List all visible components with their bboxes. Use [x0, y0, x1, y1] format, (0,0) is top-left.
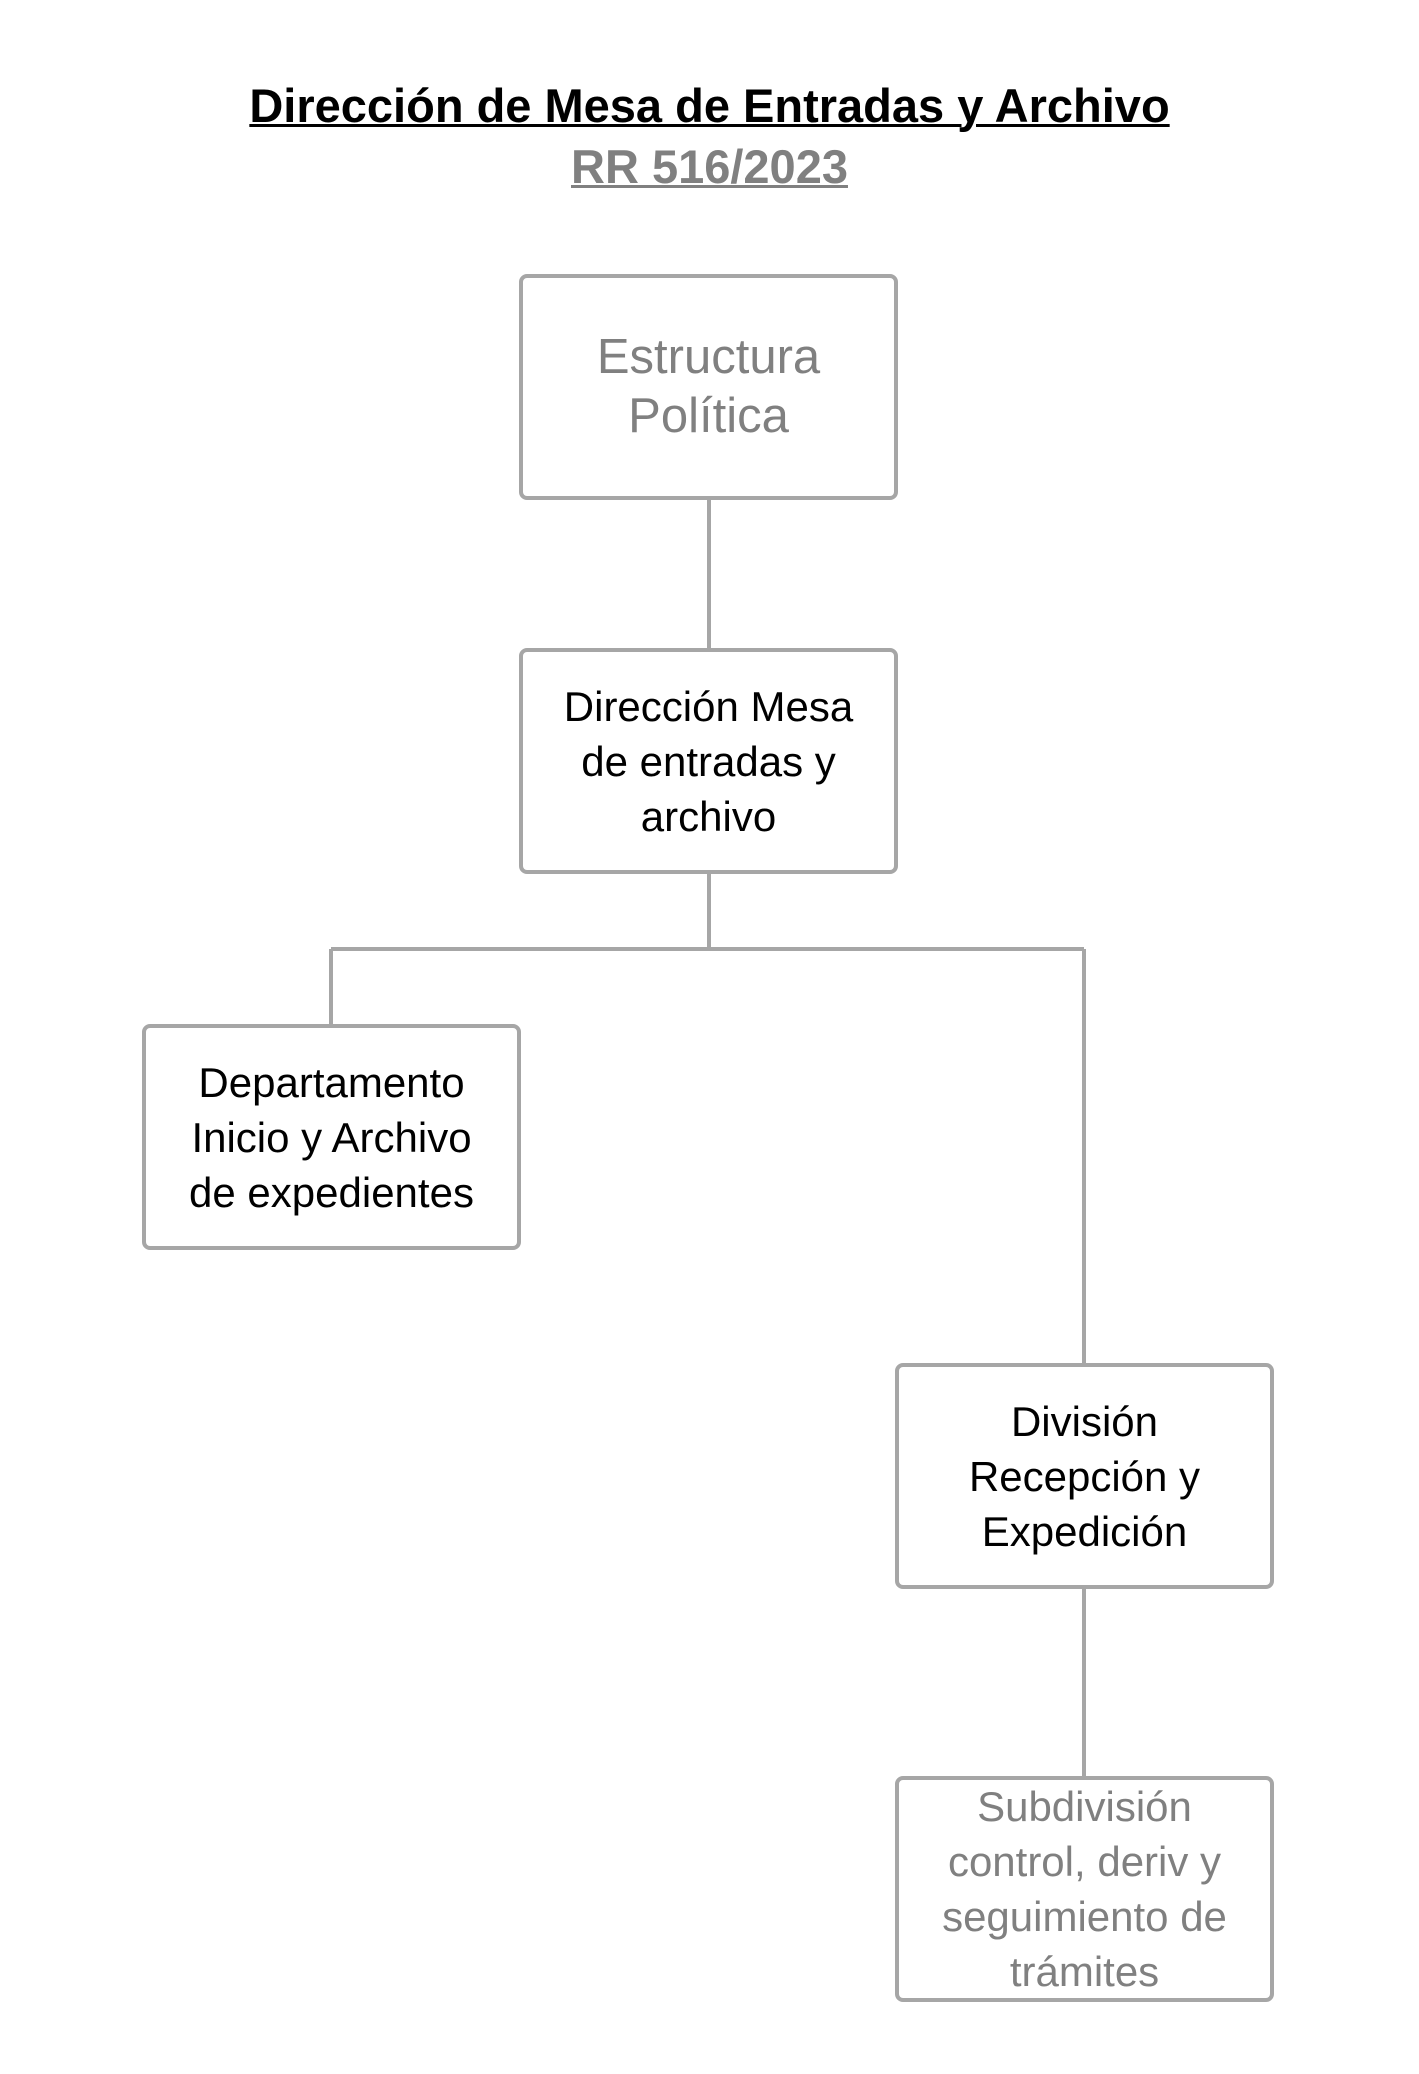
node-label: División Recepción y Expedición: [968, 1397, 1201, 1555]
node-direccion-mesa: Dirección Mesa de entradas y archivo: [519, 648, 898, 874]
node-subdivision-control: Subdivisión control, deriv y seguimiento…: [895, 1776, 1274, 2002]
node-division-recepcion: División Recepción y Expedición: [895, 1363, 1274, 1589]
node-departamento-inicio: Departamento Inicio y Archivo de expedie…: [142, 1024, 521, 1250]
page-title: Dirección de Mesa de Entradas y Archivo: [249, 79, 1170, 132]
node-label: Subdivisión control, deriv y seguimiento…: [942, 1783, 1227, 1995]
page-subtitle: RR 516/2023: [571, 140, 848, 193]
node-label: Departamento Inicio y Archivo de expedie…: [189, 1058, 474, 1216]
node-estructura-politica: Estructura Política: [519, 274, 898, 500]
node-label: Dirección Mesa de entradas y archivo: [563, 682, 854, 840]
node-label: Estructura Política: [596, 330, 821, 443]
